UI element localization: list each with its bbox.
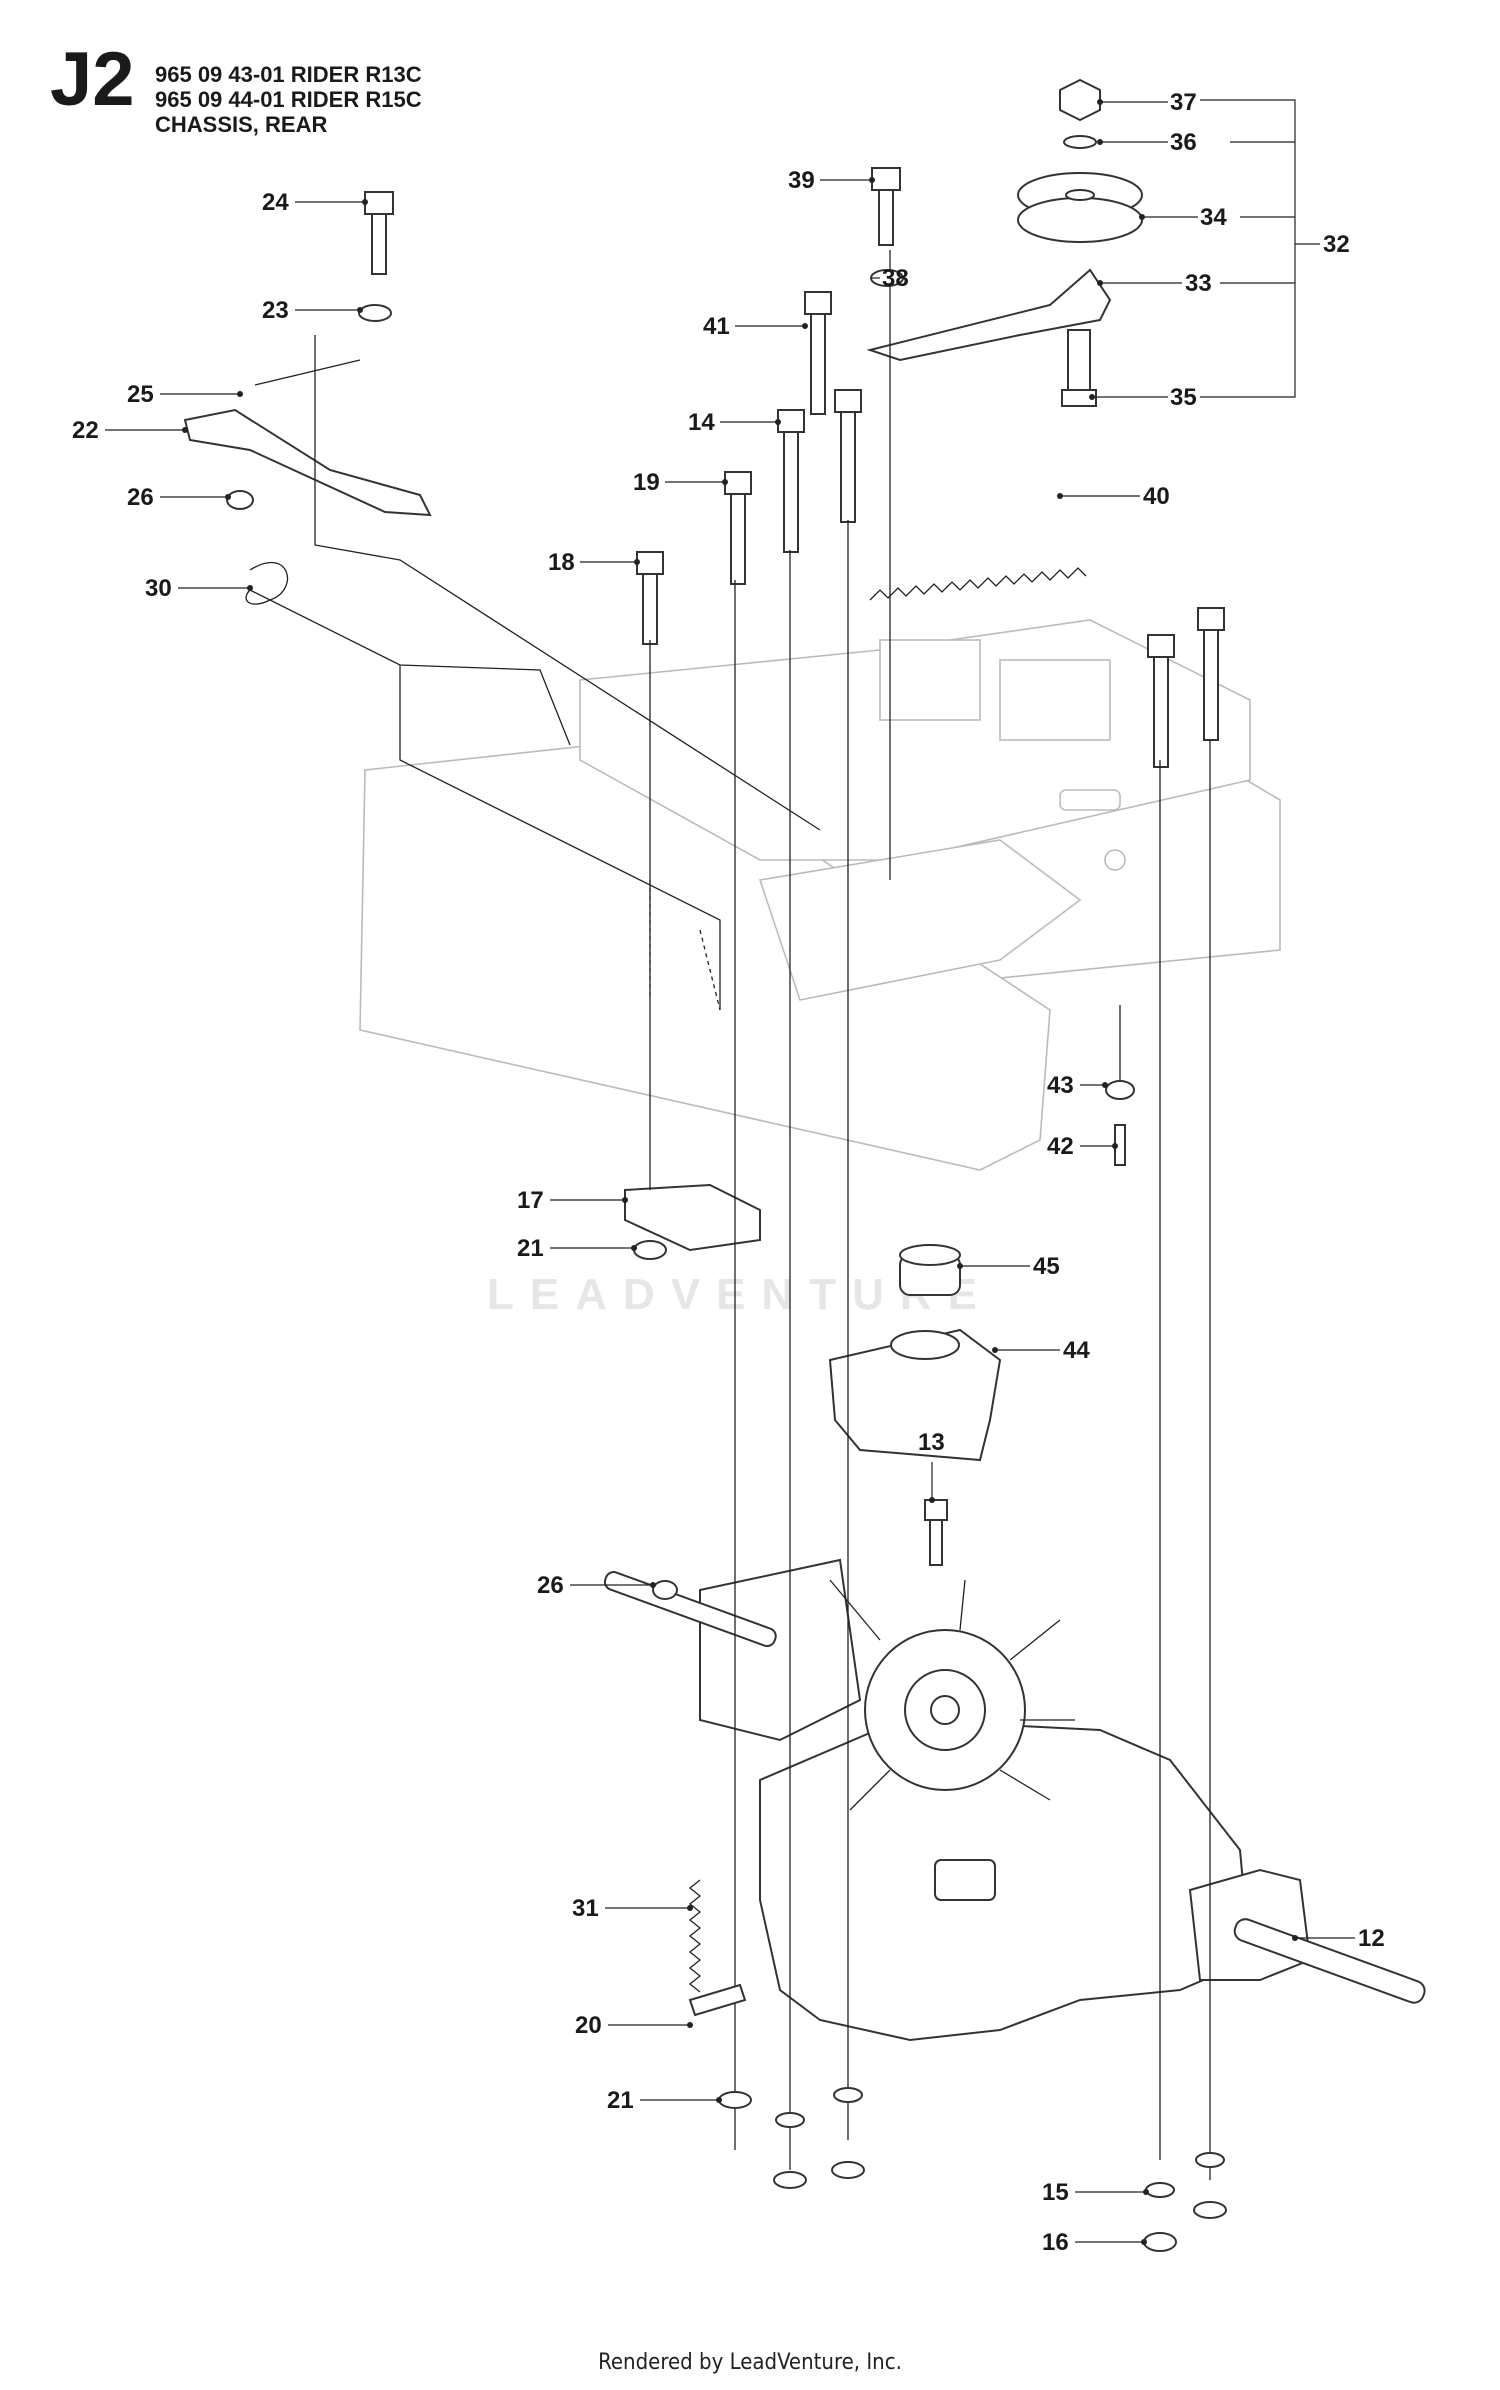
callout-45: 45: [1033, 1253, 1060, 1280]
link-rod: [399, 665, 721, 1010]
header-line-2: 965 09 44-01 RIDER R15C: [155, 87, 422, 112]
watermark: LEADVENTURE: [486, 1270, 994, 1319]
callout-21-top: 21: [517, 1235, 544, 1262]
control-rod: [254, 335, 821, 831]
callout-40: 40: [1143, 483, 1170, 510]
callout-32: 32: [1323, 231, 1350, 258]
return-spring: [688, 1879, 702, 1993]
bolt-pair-right: [1147, 607, 1225, 768]
leader-lines: [105, 99, 1355, 2245]
callout-31: 31: [572, 1895, 599, 1922]
tow-rod: [245, 562, 571, 746]
callout-20: 20: [575, 2012, 602, 2039]
fluid-tank: [828, 1328, 1002, 1462]
bolt-24: [364, 191, 394, 275]
callout-33: 33: [1185, 270, 1212, 297]
callout-13: 13: [918, 1429, 945, 1456]
callout-41: 41: [703, 313, 730, 340]
mount-bracket: [624, 1183, 761, 1252]
tank-cap: [899, 1244, 961, 1296]
spring-bracket: [688, 1983, 747, 2017]
callout-22: 22: [72, 417, 99, 444]
callout-17: 17: [517, 1187, 544, 1214]
idler-arm: [866, 268, 1112, 362]
callout-42: 42: [1047, 1133, 1074, 1160]
callout-12: 12: [1358, 1925, 1385, 1952]
idler-pulley: [1017, 172, 1143, 243]
pulley-bolt: [1061, 329, 1097, 407]
callout-37: 37: [1170, 89, 1197, 116]
callout-21-bottom: 21: [607, 2087, 634, 2114]
transmission-assembly: [603, 1558, 1426, 2042]
callout-34: 34: [1200, 204, 1227, 231]
callout-39: 39: [788, 167, 815, 194]
diagram-header-lines: 965 09 43-01 RIDER R13C 965 09 44-01 RID…: [155, 62, 422, 137]
callout-43: 43: [1047, 1072, 1074, 1099]
callout-35: 35: [1170, 384, 1197, 411]
callout-19: 19: [633, 469, 660, 496]
callout-25: 25: [127, 381, 154, 408]
bolt-19: [724, 471, 752, 585]
lever-bar: [183, 408, 432, 517]
callout-23: 23: [262, 297, 289, 324]
callout-24: 24: [262, 189, 289, 216]
callout-15: 15: [1042, 2179, 1069, 2206]
header-line-1: 965 09 43-01 RIDER R13C: [155, 62, 422, 87]
pulley-nut: [1059, 78, 1101, 149]
diagram-code: J2: [50, 37, 135, 122]
callout-16: 16: [1042, 2229, 1069, 2256]
callout-labels: 37 36 34 32 33 35 39 38 41 14 19 40 18 2…: [72, 89, 1385, 2256]
callout-26-top: 26: [127, 484, 154, 511]
bolt-41: [804, 291, 832, 415]
callout-36: 36: [1170, 129, 1197, 156]
bolt-39: [871, 167, 901, 246]
callout-26-bottom: 26: [537, 1572, 564, 1599]
callout-38: 38: [882, 265, 909, 292]
bottom-nuts: [718, 2087, 1227, 2252]
callout-30: 30: [145, 575, 172, 602]
bolt-18: [636, 551, 664, 645]
chassis-frame: [359, 619, 1281, 1171]
callout-18: 18: [548, 549, 575, 576]
footer-credit: Rendered by LeadVenture, Inc.: [598, 2350, 902, 2375]
callout-44: 44: [1063, 1337, 1090, 1364]
idler-spring: [869, 567, 1087, 601]
bolt-14: [777, 389, 862, 553]
header-line-3: CHASSIS, REAR: [155, 112, 328, 137]
callout-14: 14: [688, 409, 715, 436]
